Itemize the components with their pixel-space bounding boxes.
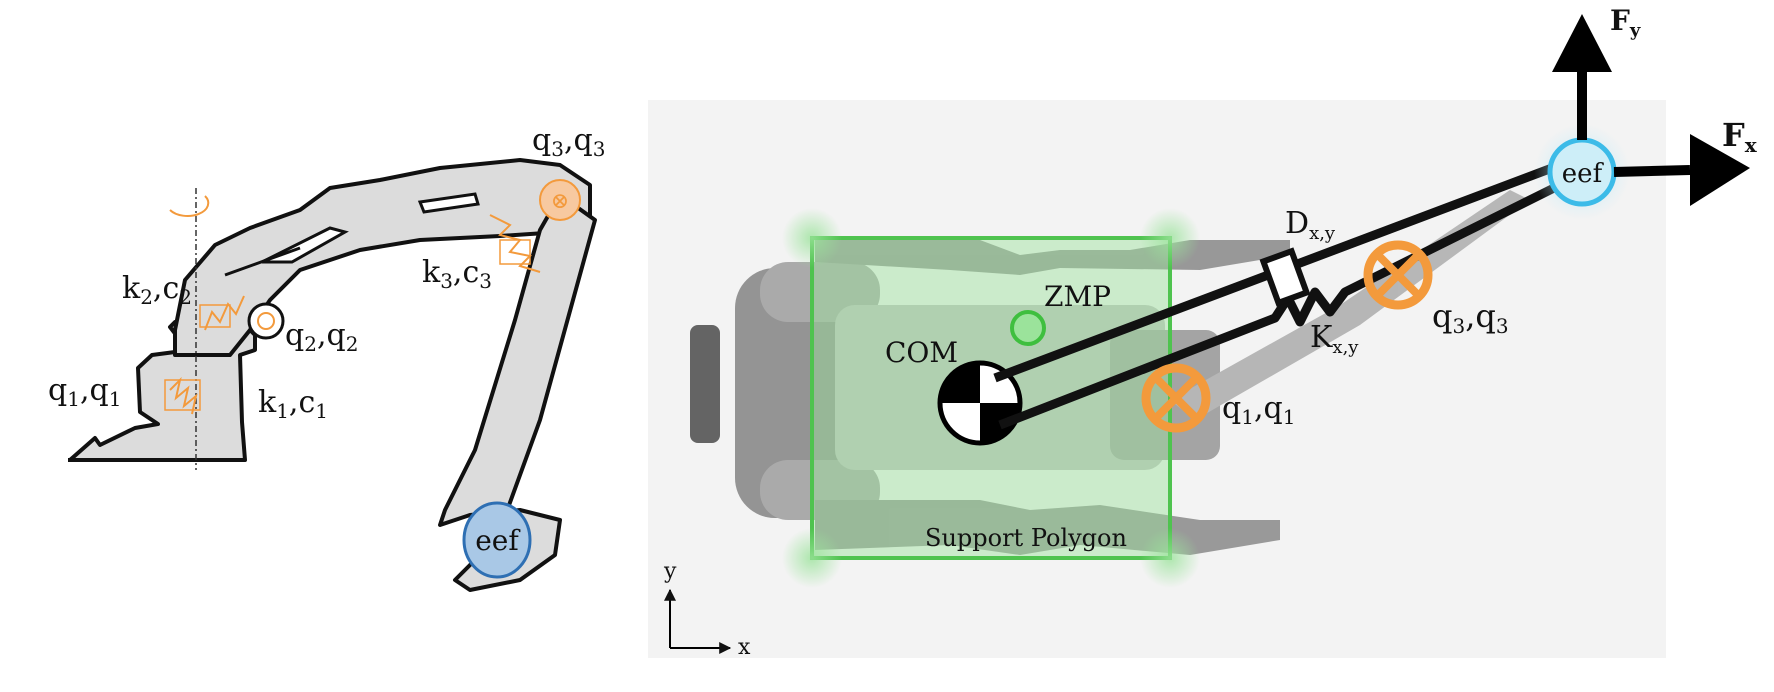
left-k1c1-label: k1,c1 (258, 385, 328, 423)
damper2-icon (199, 304, 231, 328)
boom-edge (224, 246, 301, 277)
right-eef-label: eef (1562, 159, 1605, 189)
joint3-cross-icon: ⊗ (551, 189, 569, 214)
joint3-marker-right (1363, 240, 1433, 310)
left-q3-label: q3,q3 (532, 123, 605, 161)
damper-label: Dx,y (1285, 206, 1336, 244)
zmp-label: ZMP (1044, 280, 1111, 313)
lower-link-line (998, 180, 1563, 430)
left-q1-label: q1,q1 (48, 373, 121, 411)
zmp-marker (1010, 310, 1046, 346)
left-k3c3-label: k3,c3 (422, 255, 492, 293)
joint1-rotation-arrow (169, 195, 210, 217)
force-x-shaft (1613, 165, 1691, 177)
axis-x-label: x (738, 635, 751, 660)
joint2-circle (247, 302, 285, 340)
foot-front-right (1140, 208, 1200, 268)
joint3-marker (539, 179, 581, 221)
joint2-marker (257, 312, 275, 330)
axis-y-label: y (663, 559, 677, 584)
foot-rear-right (1140, 528, 1200, 588)
left-q2-label: q2,q2 (285, 318, 358, 356)
left-eef-circle (462, 501, 532, 579)
support-polygon-label: Support Polygon (925, 524, 1127, 552)
force-y-label: Fy (1610, 4, 1641, 41)
spring-label: Kx,y (1310, 320, 1359, 358)
force-x-label: Fx (1722, 116, 1758, 157)
com-quadrant-1 (940, 363, 980, 403)
boom-window-2 (417, 192, 480, 214)
damper3-icon (499, 239, 531, 265)
damper1-icon (164, 379, 201, 411)
joint1-marker (1141, 363, 1211, 433)
right-robot-diagram: ZMP COM eef Fy (648, 4, 1758, 660)
spring2-icon (204, 295, 245, 331)
right-q1-label: q1,q1 (1222, 391, 1295, 429)
left-arm-diagram: ⊗ eef q3,q3 k3,c3 k2,c2 q2,q2 q1,q1 k1,c… (48, 123, 605, 592)
foot-front-left (782, 208, 842, 268)
left-k2c2-label: k2,c2 (122, 271, 192, 309)
foot-rear-left (782, 528, 842, 588)
force-y-arrowhead (1552, 14, 1612, 72)
left-eef-label: eef (475, 524, 521, 557)
damper-icon (1259, 247, 1311, 307)
force-x-arrowhead (1690, 134, 1750, 206)
com-label: COM (885, 336, 958, 369)
right-q3-label: q3,q3 (1432, 297, 1509, 338)
